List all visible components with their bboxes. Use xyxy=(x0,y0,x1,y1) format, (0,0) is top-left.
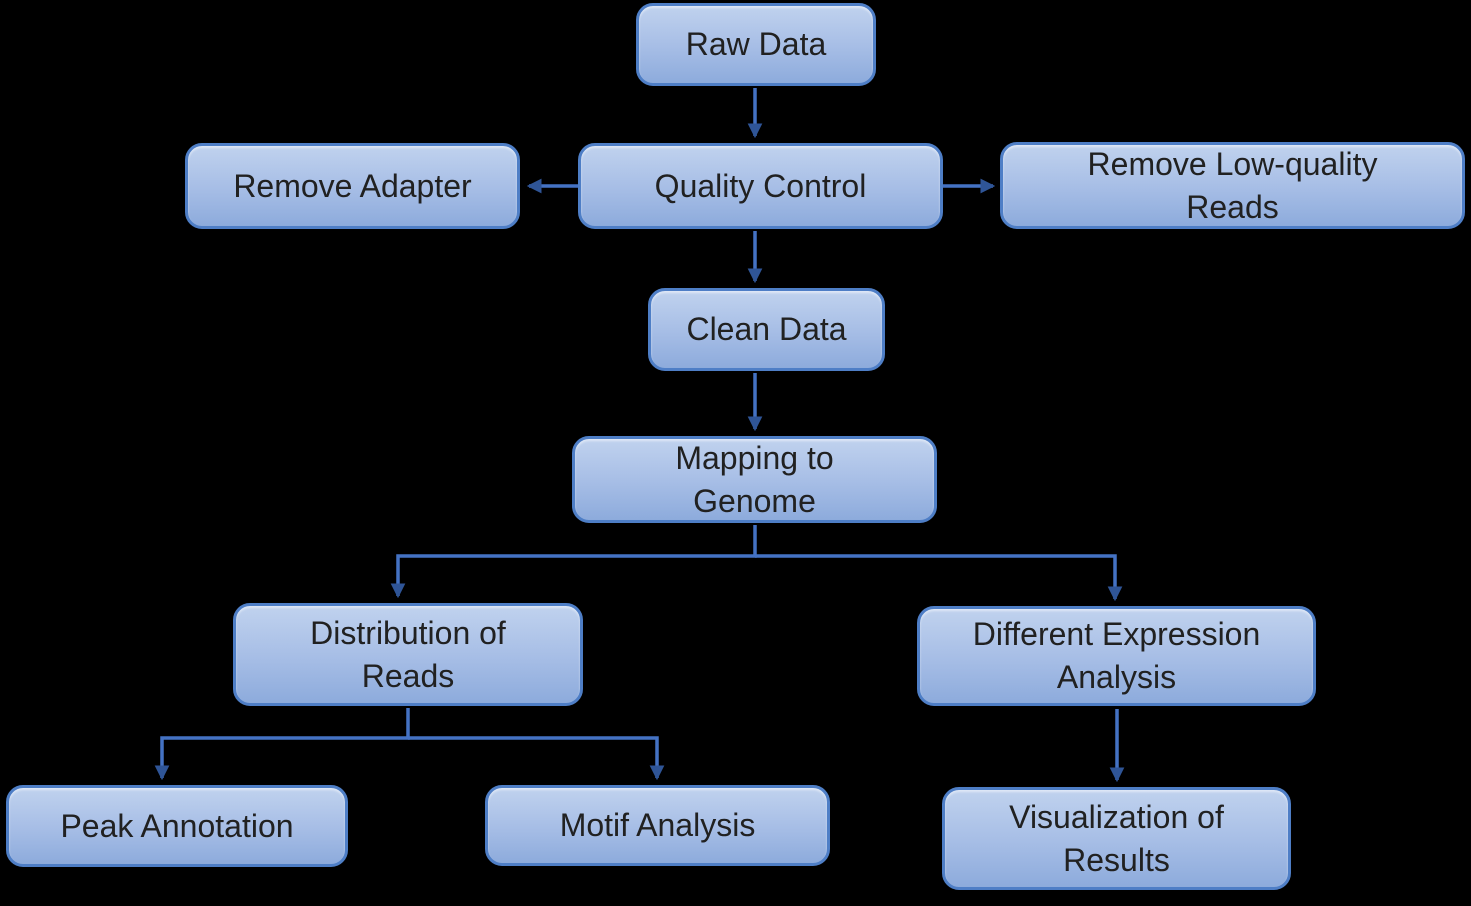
arrow-mapping-to-genome-to-distribution-of-reads xyxy=(390,525,757,599)
node-visualization-of-results-label: Visualization of Results xyxy=(1009,798,1224,878)
node-remove-adapter-label: Remove Adapter xyxy=(233,167,472,204)
node-raw-data-label: Raw Data xyxy=(685,26,827,63)
node-mapping-to-genome-label: Mapping to Genome xyxy=(675,439,834,519)
node-different-expression-analysis-label: Different Expression Analysis xyxy=(972,616,1261,695)
node-raw-data: Raw Data xyxy=(636,3,876,86)
node-remove-low-quality-reads: Remove Low-quality Reads xyxy=(1000,142,1465,229)
node-motif-analysis-label: Motif Analysis xyxy=(559,807,756,844)
node-remove-adapter: Remove Adapter xyxy=(185,143,520,229)
arrow-mapping-to-genome-to-different-expression-analysis xyxy=(755,554,1123,602)
node-quality-control: Quality Control xyxy=(578,143,943,229)
node-distribution-of-reads: Distribution of Reads xyxy=(233,603,583,706)
node-quality-control-label: Quality Control xyxy=(654,167,867,204)
node-clean-data: Clean Data xyxy=(648,288,885,371)
arrow-distribution-of-reads-to-peak-annotation xyxy=(154,708,410,781)
node-peak-annotation: Peak Annotation xyxy=(6,785,348,867)
node-different-expression-analysis: Different Expression Analysis xyxy=(917,606,1316,706)
node-clean-data-label: Clean Data xyxy=(686,311,847,348)
node-distribution-of-reads-label: Distribution of Reads xyxy=(310,614,506,694)
node-peak-annotation-label: Peak Annotation xyxy=(60,807,294,844)
node-motif-analysis: Motif Analysis xyxy=(485,785,830,866)
node-visualization-of-results: Visualization of Results xyxy=(942,787,1291,890)
node-mapping-to-genome: Mapping to Genome xyxy=(572,436,937,523)
node-remove-low-quality-reads-label: Remove Low-quality Reads xyxy=(1087,145,1378,225)
arrow-distribution-of-reads-to-motif-analysis xyxy=(408,736,665,781)
